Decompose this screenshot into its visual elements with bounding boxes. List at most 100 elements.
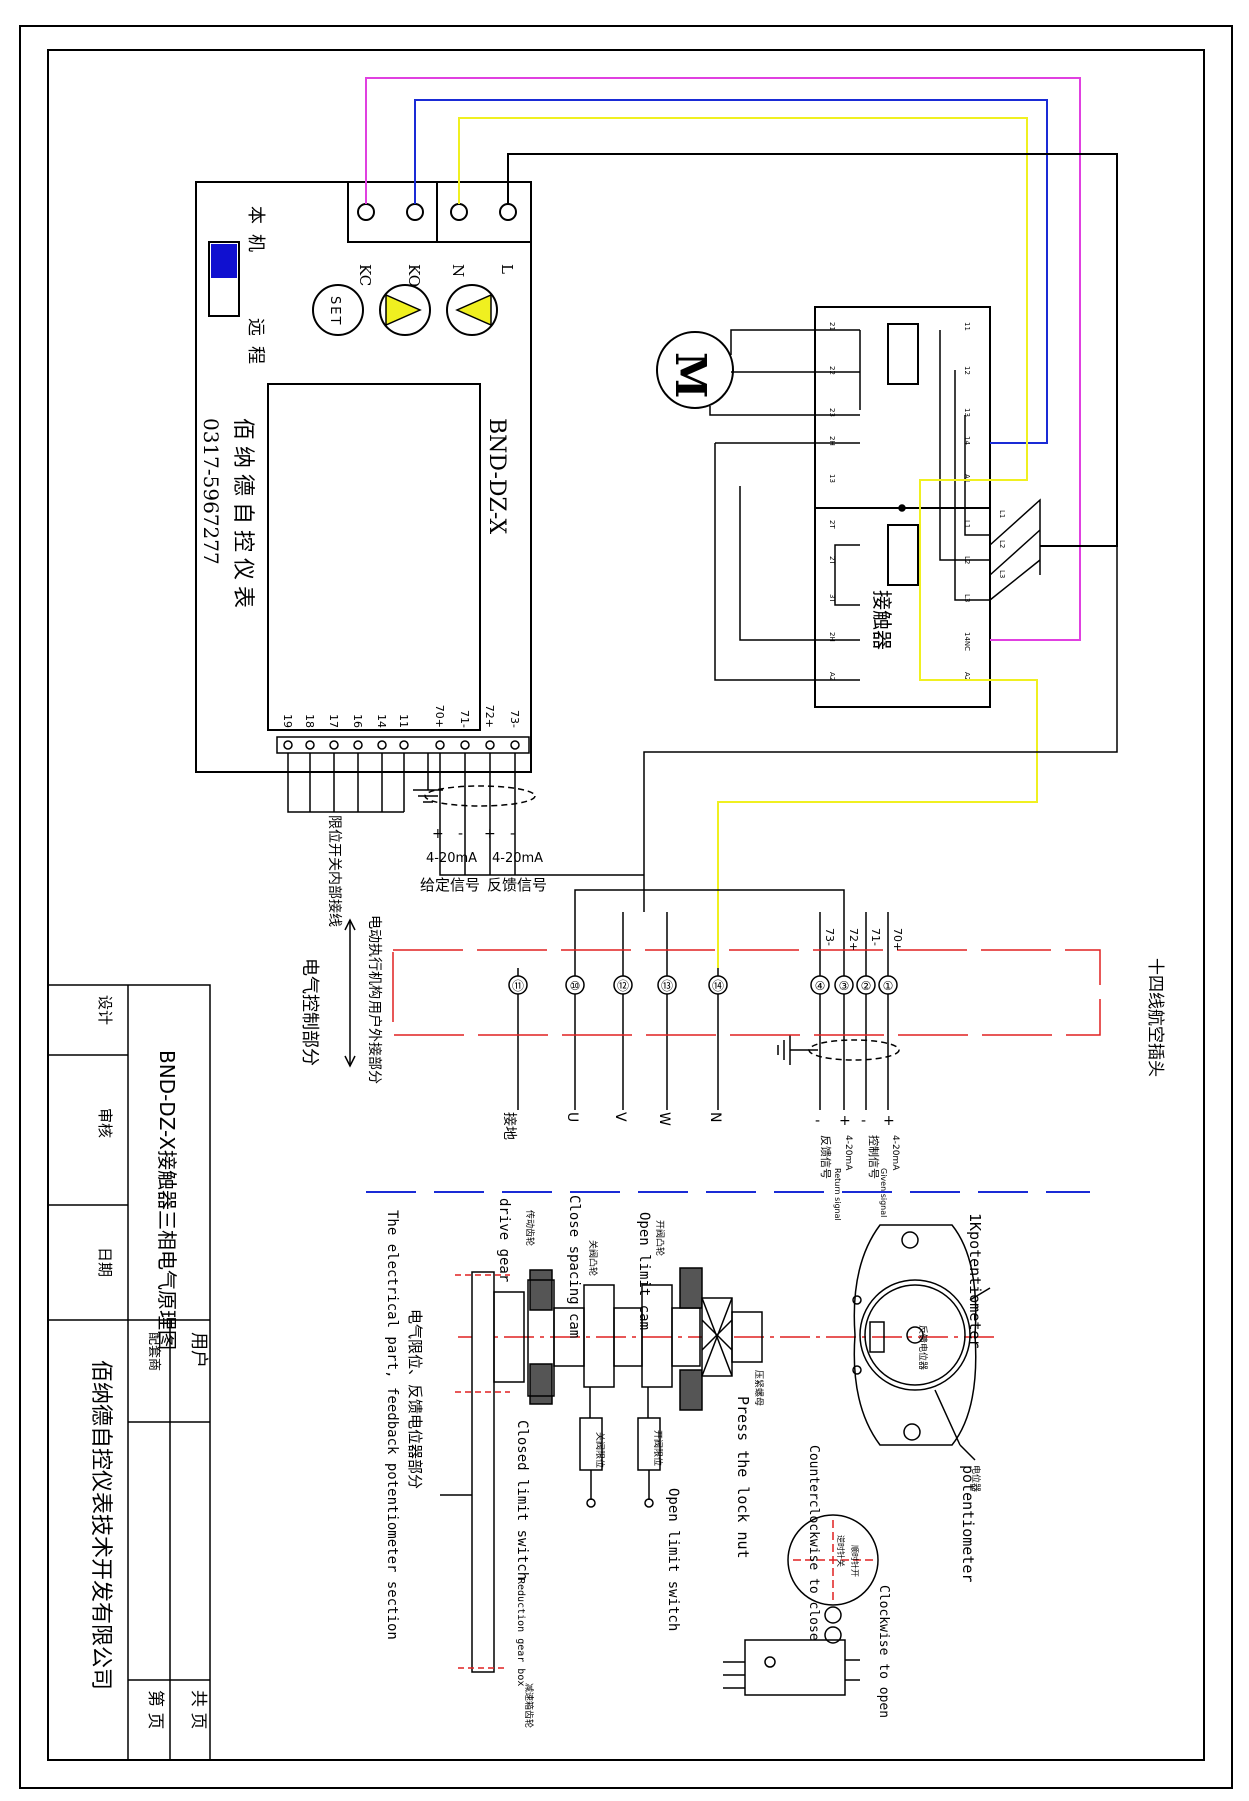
controller-terminal-label: 17 [327,714,340,728]
signal-left-pol-plus: + [432,826,444,842]
signal-right-pol-minus: - [510,826,515,842]
controller-terminal-label: 73- [508,710,521,728]
contactor-pin-upper-left: 2H [828,436,836,446]
controller-terminal [460,740,470,750]
connector-signal-pol-3: - [861,1113,866,1129]
connector-pin-bottom-u: U [564,1112,580,1122]
signal-right-range: 4-20mA [492,851,543,866]
connector-feedback-en: Return signal [833,1168,842,1221]
phone-label: 0317-5967277 [199,418,223,565]
connector-pin [613,975,633,995]
controller-terminal-label: 11 [397,714,410,728]
drive-gear-label: drive gear [496,1198,512,1282]
contactor-pin-lower-right: A2 [963,672,971,681]
connector-signal-pol-1: - [815,1113,820,1129]
close-cam-label: Close spacing cam [566,1195,582,1338]
connector-signal-pol-4: + [883,1113,895,1129]
tb-dealer: 配套商 [146,1332,162,1371]
connector-feedback-range: 4-20mA [843,1135,853,1171]
close-cam-cn: 关阀凸轮 [587,1240,599,1276]
connector-pin-label: ⑭ [712,979,724,993]
contactor-side-pin: L2 [998,540,1006,548]
set-button[interactable] [312,284,364,336]
connector-pin-top-70: 70+ [891,928,904,951]
tb-total-pages: 共 页 [188,1690,208,1729]
outer-border [19,25,1233,1789]
up-arrow-icon [455,293,492,327]
connector-pin [508,975,528,995]
contactor-pin-lower-left: 2H [828,632,836,642]
terminal-ko [406,203,424,221]
connector-pin [708,975,728,995]
terminal-kc [357,203,375,221]
connector-pin-label: ② [861,979,872,993]
pot-label: 1Kpotentiometer [966,1213,984,1348]
open-cam-label: Open limit cam [636,1212,652,1330]
connector-pin [657,975,677,995]
contactor-pin-lower-left: 3T [828,594,836,603]
controller-terminal [329,740,339,750]
controller-terminal [283,740,293,750]
knob-cn-1: 逆时针关 [836,1535,846,1567]
terminal-n [450,203,468,221]
controller-terminal-label: 71- [458,710,471,728]
terminal-label-ko: KO [405,264,423,287]
pot-cn: 反馈电位器 [917,1325,929,1370]
controller-terminal-label: 14 [375,714,388,728]
open-switch-label: Open limit switch [665,1488,681,1631]
tb-drawing-title: BND-DZ-X接触器三相电气原理图 [155,1050,179,1350]
drive-gear-cn: 传动齿轮 [524,1210,536,1246]
contactor-pin-upper-left: 13 [828,474,836,483]
aviation-connector-boundary [392,949,1101,1036]
controller-terminal [399,740,409,750]
section-cn: 电气限位、反馈电位器部分 [406,1309,424,1489]
controller-terminal [377,740,387,750]
contactor-pin-upper-right: A1 [963,474,971,483]
signal-right-name: 反馈信号 [487,876,547,894]
controller-terminal-label: 16 [351,714,364,728]
connector-pin [810,975,830,995]
contactor-pin-lower-left: A2 [828,672,836,681]
connector-pin [856,975,876,995]
contactor-pin-lower-left: 2T [828,520,836,529]
open-switch-cn: 开阀限位 [652,1430,664,1466]
contactor-side-pin: L1 [998,510,1006,518]
contactor-pin-upper-right: 11 [963,322,971,331]
terminal-label-n: N [449,264,467,277]
connector-bottom-label: 电气控制部分 [299,958,320,1066]
connector-pin [565,975,585,995]
signal-right-pol-plus: + [484,826,496,842]
connector-pin-bottom-n: N [707,1112,723,1122]
inner-border [47,49,1205,1761]
controller-terminal [305,740,315,750]
close-switch-label: Closed limit switch [514,1420,530,1580]
motor-label: M [666,352,715,399]
title-block [47,984,211,1761]
motor [656,331,734,409]
lock-nut-cn: 压紧螺母 [753,1370,764,1406]
connector-pin-label: ① [883,979,894,993]
reduction-cn: 减速箱齿轮 [523,1683,535,1728]
connector-pin-label: ⑫ [617,979,629,993]
tb-review: 审核 [96,1108,114,1138]
set-button-label: SET [327,296,342,326]
lcd-display [267,383,481,731]
mechanical-section [440,1224,1000,1696]
controller-terminal-label: 72+ [483,705,496,728]
trunk-wiring [344,835,900,1110]
connector-pin-label: ⑪ [512,979,524,993]
close-switch-cn: 关阀限位 [594,1432,606,1468]
wire-kc-magenta [365,77,1081,641]
limit-switch-wiring [287,753,536,845]
connector-feedback-label: 反馈信号 [819,1135,832,1179]
connector-pin-label: ③ [839,979,850,993]
pot-cn-2: 电位器 [970,1465,982,1492]
signal-left-range: 4-20mA [426,851,477,866]
model-label: BND-DZ-X [484,418,509,534]
tb-design: 设计 [96,995,114,1025]
knob-cn-2: 顺时针开 [850,1545,860,1577]
section-en: The electrical part, feedback potentiome… [384,1210,400,1640]
mode-remote-label: 远程 [245,318,266,374]
contactor-pin-lower-right: L1 [963,520,971,528]
